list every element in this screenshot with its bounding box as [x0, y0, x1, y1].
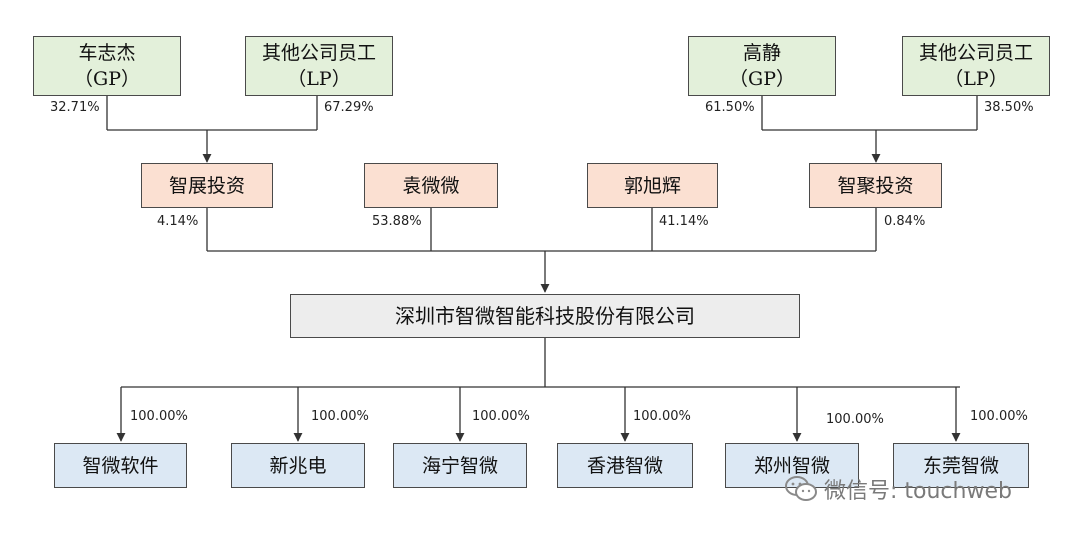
node-zhizhan-investment: 智展投资	[141, 163, 273, 208]
pct-others-left: 67.29%	[324, 100, 374, 115]
node-name: 东莞智微	[922, 454, 999, 477]
node-yuan-weiwei: 袁微微	[364, 163, 498, 208]
node-guo-xuhui: 郭旭辉	[587, 163, 718, 208]
pct-subsidiary-4: 100.00%	[633, 409, 691, 424]
node-che-zhijie: 车志杰 （GP）	[33, 36, 181, 96]
node-name: 香港智微	[586, 454, 663, 477]
node-subsidiary-haining: 海宁智微	[393, 443, 527, 488]
watermark: 微信号: touchweb	[784, 472, 1012, 506]
node-name: 智聚投资	[837, 174, 914, 197]
pct-subsidiary-2: 100.00%	[311, 409, 369, 424]
node-company: 深圳市智微智能科技股份有限公司	[290, 294, 800, 338]
node-name: 高静	[742, 42, 781, 64]
node-subsidiary-xinzhaodian: 新兆电	[231, 443, 365, 488]
node-name: 海宁智微	[421, 454, 498, 477]
pct-others-right: 38.50%	[984, 100, 1034, 115]
node-name: 袁微微	[402, 174, 460, 197]
pct-subsidiary-6: 100.00%	[970, 409, 1028, 424]
pct-zhiju: 0.84%	[884, 214, 926, 229]
node-role: （LP）	[944, 68, 1008, 90]
pct-guo-xuhui: 41.14%	[659, 214, 709, 229]
node-subsidiary-hongkong: 香港智微	[557, 443, 693, 488]
node-zhiju-investment: 智聚投资	[809, 163, 942, 208]
node-role: （GP）	[729, 68, 795, 90]
pct-subsidiary-1: 100.00%	[130, 409, 188, 424]
node-others-right: 其他公司员工 （LP）	[902, 36, 1050, 96]
node-subsidiary-zhiwei-software: 智微软件	[54, 443, 187, 488]
node-name: 其他公司员工	[918, 42, 1033, 64]
node-name: 新兆电	[269, 454, 327, 477]
pct-che-zhijie: 32.71%	[50, 100, 100, 115]
node-name: 车志杰	[78, 42, 136, 64]
node-gao-jing: 高静 （GP）	[688, 36, 836, 96]
node-role: （LP）	[287, 68, 351, 90]
node-name: 郭旭辉	[623, 174, 681, 197]
node-name: 智展投资	[168, 174, 245, 197]
node-role: （GP）	[74, 68, 140, 90]
wechat-icon	[785, 476, 817, 501]
node-others-left: 其他公司员工 （LP）	[245, 36, 393, 96]
node-name: 其他公司员工	[261, 42, 376, 64]
pct-subsidiary-3: 100.00%	[472, 409, 530, 424]
node-name: 智微软件	[82, 454, 159, 477]
company-name: 深圳市智微智能科技股份有限公司	[395, 304, 695, 328]
pct-zhizhan: 4.14%	[157, 214, 199, 229]
pct-gao-jing: 61.50%	[705, 100, 755, 115]
node-name: 郑州智微	[753, 454, 830, 477]
pct-subsidiary-5: 100.00%	[826, 412, 884, 427]
node-subsidiary-dongguan: 东莞智微	[893, 443, 1029, 488]
watermark-text: 微信号: touchweb	[824, 479, 1012, 504]
node-subsidiary-zhengzhou: 郑州智微	[725, 443, 859, 488]
pct-yuan-weiwei: 53.88%	[372, 214, 422, 229]
